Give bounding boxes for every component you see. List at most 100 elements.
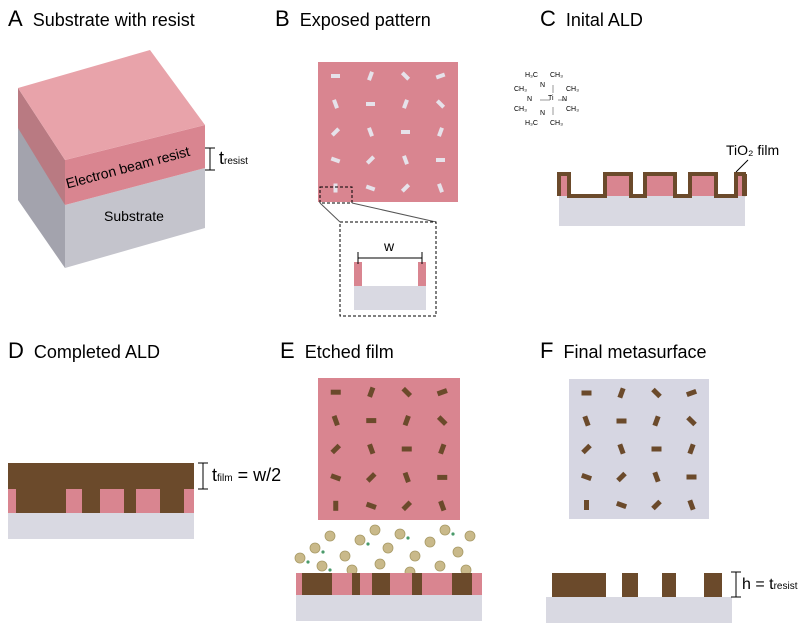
- exposed-slot: [435, 72, 446, 80]
- f-nanofin: [685, 388, 698, 398]
- e-film-bar: [402, 471, 411, 483]
- e-film-bar: [436, 415, 448, 426]
- e-film-bar: [365, 472, 377, 483]
- e-film-segment: [412, 573, 422, 595]
- etch-particle: [464, 530, 476, 542]
- tdmat-molecule: [540, 85, 566, 115]
- e-film-bar: [436, 388, 448, 397]
- e-film-bar: [401, 500, 413, 512]
- t-film-label: tfilm = w/2: [212, 465, 282, 485]
- substrate-label: Substrate: [104, 208, 164, 224]
- f-nanofin: [651, 499, 662, 511]
- resist-pattern-square: [318, 62, 458, 202]
- molecule-methyl-3: CH₃: [514, 86, 527, 93]
- f-cross-section: [552, 573, 722, 597]
- etch-particle: [369, 524, 381, 536]
- f-nanofin: [582, 415, 591, 427]
- molecule-methyl-4: CH₃: [566, 86, 579, 93]
- f-nanofin: [686, 474, 697, 480]
- exposed-slot: [331, 74, 340, 78]
- molecule-n-right: N: [562, 96, 568, 103]
- etch-ion: [321, 550, 325, 554]
- zoom-resist-left: [354, 262, 362, 286]
- exposed-slot: [367, 71, 374, 81]
- f-nanofin: [652, 415, 661, 427]
- tio2-film-path: [557, 172, 747, 198]
- f-nanofin: [686, 415, 697, 427]
- tio2-leader-line: [735, 159, 749, 173]
- e-film-segment: [452, 573, 472, 595]
- etch-particle: [452, 546, 464, 558]
- e-film-segment: [372, 573, 390, 595]
- f-pillar: [552, 573, 606, 597]
- etch-particle: [324, 530, 336, 542]
- e-film-bar: [366, 418, 377, 424]
- e-film-bar: [438, 500, 447, 512]
- zoom-source-box: [319, 186, 353, 204]
- d-resist-block: [66, 489, 82, 513]
- e-film-segment: [352, 573, 360, 595]
- zoom-resist-right: [418, 262, 426, 286]
- resist-top-face: [18, 50, 205, 160]
- exposed-slot: [400, 71, 411, 81]
- e-film-bar: [438, 443, 447, 455]
- c-substrate: [559, 196, 745, 226]
- f-nanofin: [581, 443, 592, 455]
- f-nanofin: [581, 390, 592, 396]
- molecule-center: Ti: [548, 95, 554, 102]
- f-substrate: [546, 597, 732, 623]
- e-pattern-square: [318, 378, 460, 520]
- etch-particle: [309, 542, 321, 554]
- exposed-slot: [366, 102, 375, 106]
- etch-ion: [306, 560, 310, 564]
- zoom-line-right: [351, 202, 437, 223]
- molecule-n-left: N: [527, 96, 533, 103]
- etch-particles: [294, 524, 476, 578]
- d-film-fill: [8, 463, 194, 513]
- exposed-slot: [402, 155, 409, 165]
- e-film-bar: [402, 415, 411, 427]
- f-nanofin: [584, 500, 589, 510]
- exposed-slot: [330, 156, 341, 164]
- molecule-methyl-8: CH₃: [550, 120, 563, 127]
- etch-particle: [294, 552, 306, 564]
- exposed-slot: [367, 127, 374, 137]
- f-nanofin: [615, 500, 628, 510]
- etch-particle: [434, 560, 446, 572]
- c-resist-block: [736, 176, 744, 196]
- resist-left-face: [18, 88, 65, 205]
- f-nanofin: [616, 471, 627, 483]
- f-nanofin: [616, 418, 627, 424]
- exposed-slot: [437, 127, 444, 137]
- exposed-slot: [332, 99, 339, 109]
- f-pillar: [622, 573, 638, 597]
- exposed-slots: [330, 71, 446, 193]
- e-film-bar: [331, 415, 340, 427]
- c-resist-block: [645, 176, 675, 196]
- f-nanofin: [617, 387, 626, 399]
- e-film-bar: [365, 501, 377, 510]
- t-resist-label: tresist: [219, 148, 248, 168]
- d-resist-block: [184, 489, 194, 513]
- f-pillar: [662, 573, 676, 597]
- d-substrate: [8, 513, 194, 539]
- d-resist-block: [8, 489, 16, 513]
- e-substrate: [296, 595, 482, 621]
- etch-particle: [316, 560, 328, 572]
- substrate-front-face: [65, 168, 205, 268]
- molecule-methyl-6: CH₃: [566, 106, 579, 113]
- tio2-film-label: TiO₂ film: [726, 142, 780, 158]
- etch-ion: [366, 542, 370, 546]
- f-nanofin: [652, 471, 661, 483]
- zoom-line-left: [319, 202, 341, 223]
